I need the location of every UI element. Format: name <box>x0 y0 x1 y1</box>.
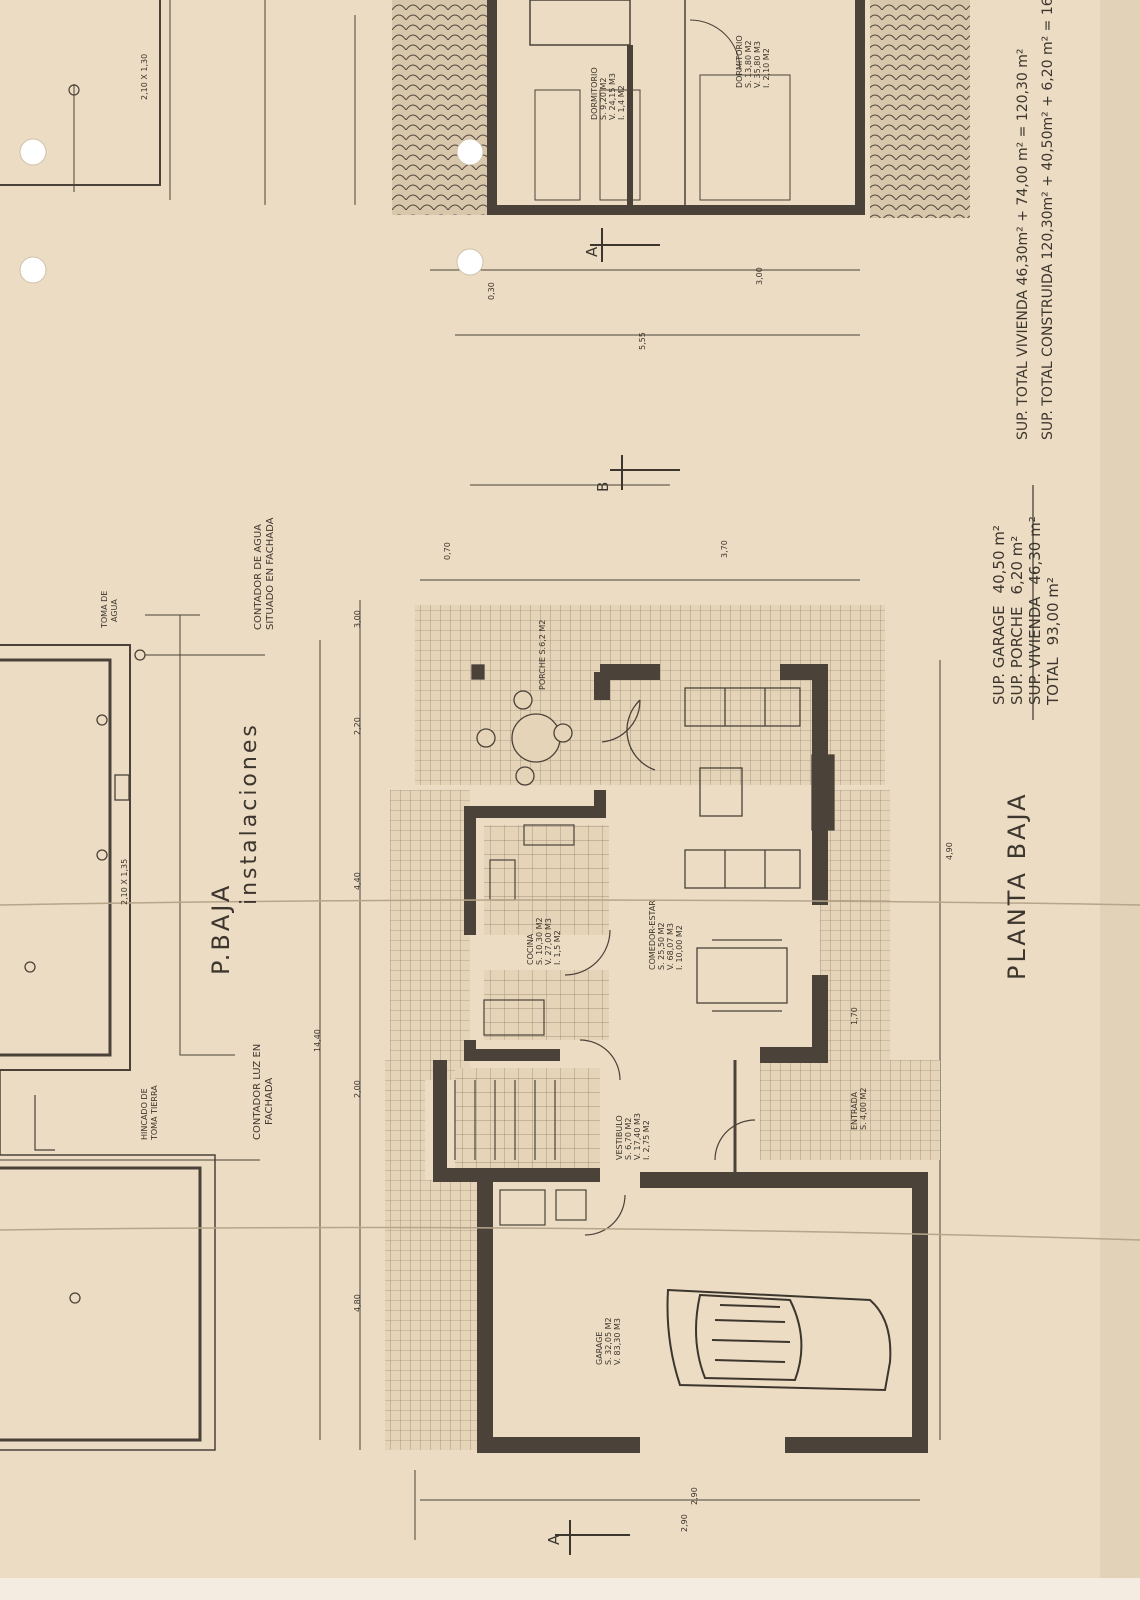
dim-label: 14,40 <box>313 1029 322 1052</box>
surface-row: TOTAL 93,00 m² <box>1044 516 1062 705</box>
water-intake-2: AGUA <box>110 599 119 622</box>
section-a-top: A <box>583 246 601 257</box>
dimension-lines <box>145 15 941 1540</box>
dim-label: 3,00 <box>353 610 362 628</box>
surface-table: SUP. GARAGE 40,50 m² SUP. PORCHE 6,20 m² S… <box>990 516 1062 705</box>
install-title-2: instalaciones <box>237 722 262 905</box>
section-markers <box>555 228 680 1555</box>
installations-plan <box>0 644 265 1451</box>
total-construida: SUP. TOTAL CONSTRUIDA 120,30m² + 40,50m²… <box>1040 0 1056 440</box>
surface-row: SUP. PORCHE 6,20 m² <box>1008 516 1026 705</box>
car-drawing <box>666 1288 892 1392</box>
water-meter-2: SITUADO EN FACHADA <box>265 517 276 631</box>
surface-value: 6,20 m² <box>1008 535 1026 595</box>
kitchen-fixtures <box>483 824 611 1036</box>
surface-label: SUP. GARAGE <box>990 605 1008 705</box>
section-b: B <box>594 481 612 492</box>
install-title-1: P.BAJA <box>207 882 235 975</box>
water-intake-1: TOMA DE <box>100 590 109 628</box>
stair-hall <box>455 1068 600 1168</box>
dim-label: 0,30 <box>487 282 496 300</box>
surface-row: SUP. GARAGE 40,50 m² <box>990 516 1008 705</box>
surface-label: SUP. VIVIENDA <box>1026 596 1044 705</box>
light-meter-1: CONTADOR LUZ EN <box>252 1043 263 1140</box>
garden-tiles <box>385 1060 425 1450</box>
surface-label: TOTAL <box>1044 657 1062 705</box>
light-meter-2: FACHADA <box>264 1077 275 1125</box>
section-a-bottom: A <box>545 1534 563 1545</box>
upper-bedrooms <box>487 0 865 215</box>
room-porche: PORCHE S.6,2 M2 <box>538 619 547 690</box>
dim-label: 5,55 <box>638 332 647 350</box>
dim-label: 4,80 <box>353 1294 362 1312</box>
vestibulo-details <box>454 1039 756 1236</box>
upper-left-fragment <box>0 0 266 205</box>
punch-hole <box>19 256 47 284</box>
porche-table <box>471 664 573 786</box>
dim-label: 2,20 <box>353 717 362 735</box>
paper-crease <box>0 899 1140 906</box>
water-meter-1: CONTADOR DE AGUA <box>253 524 264 630</box>
kitchen-floor <box>484 825 609 935</box>
paper-crease <box>0 1226 1140 1241</box>
roof-tiles-right <box>870 0 970 218</box>
dim-label: 2,90 <box>690 1487 699 1505</box>
punch-hole <box>19 138 47 166</box>
floor-title: PLANTA BAJA <box>1003 791 1031 980</box>
entrada-tiles <box>760 1060 940 1160</box>
dim-label: 1,70 <box>850 1007 859 1025</box>
dim-label: 0,70 <box>443 542 452 560</box>
house-walls <box>433 664 928 1453</box>
dim-label: 2,90 <box>680 1514 689 1532</box>
earth-2: TOMA TIERRA <box>150 1085 159 1140</box>
dim-label: 2,10 X 1,30 <box>140 53 149 100</box>
surface-row: SUP. VIVIENDA 46,30 m² <box>1026 516 1044 705</box>
total-vivienda: SUP. TOTAL VIVIENDA 46,30m² + 74,00 m² =… <box>1015 48 1031 440</box>
dim-label: 4,90 <box>945 842 954 860</box>
roof-tiles-left <box>392 0 487 215</box>
earth-1: HINCADO DE <box>140 1088 149 1140</box>
dim-label: 3,70 <box>720 540 729 558</box>
dim-label: 2,00 <box>353 1080 362 1098</box>
surface-value: 93,00 m² <box>1044 577 1062 646</box>
dim-label: 4,40 <box>353 872 362 890</box>
surface-value: 46,30 m² <box>1026 516 1044 585</box>
dim-label: 3,00 <box>755 267 764 285</box>
dim-label: 2,10 X 1,35 <box>120 858 129 905</box>
punch-hole <box>456 138 484 166</box>
punch-hole <box>456 248 484 276</box>
porche-tiles <box>415 605 885 785</box>
living-furniture <box>601 687 835 1012</box>
surface-value: 40,50 m² <box>990 525 1008 594</box>
surface-label: SUP. PORCHE <box>1008 606 1026 705</box>
